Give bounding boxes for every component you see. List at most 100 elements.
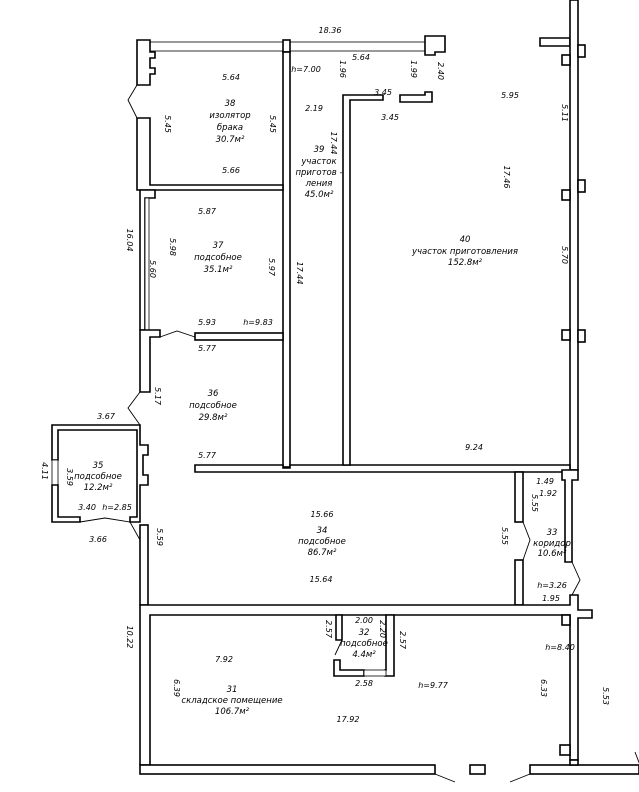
door-swing bbox=[127, 391, 141, 426]
dimension-label: 4.11 bbox=[40, 462, 49, 480]
dimension-label: h=7.00 bbox=[291, 65, 321, 74]
dimension-label: 5.70 bbox=[560, 246, 569, 264]
room-name: складское помещение bbox=[181, 696, 282, 706]
wall bbox=[139, 524, 149, 606]
wall bbox=[139, 764, 436, 775]
dimension-label: 5.66 bbox=[222, 166, 240, 175]
dimension-label: 5.60 bbox=[148, 260, 157, 278]
pilaster bbox=[561, 614, 571, 626]
dimension-label: 3.40 bbox=[78, 503, 96, 512]
dimension-label: 3.66 bbox=[89, 535, 107, 544]
wall bbox=[194, 332, 284, 341]
dimension-label: 5.97 bbox=[267, 258, 276, 277]
room-labels: 38 изолятор брака 30.7м² 39 участок приг… bbox=[74, 99, 571, 717]
dimension-label: 5.87 bbox=[198, 207, 217, 216]
wall bbox=[514, 559, 524, 606]
dimension-label: 3.59 bbox=[65, 468, 74, 486]
dimension-label: 6.39 bbox=[172, 679, 181, 697]
pilaster bbox=[577, 329, 586, 343]
dimension-label: 6.33 bbox=[539, 679, 548, 697]
dimension-label: h=3.26 bbox=[537, 581, 567, 590]
dimension-label: 7.92 bbox=[215, 655, 233, 664]
wall bbox=[469, 764, 486, 775]
dimension-label: 5.64 bbox=[352, 53, 370, 62]
wall bbox=[569, 0, 579, 471]
door-swing bbox=[522, 521, 531, 561]
wall bbox=[514, 471, 524, 523]
room-name: подсобное bbox=[74, 472, 122, 482]
room-number: 35 bbox=[93, 461, 104, 471]
door-swing bbox=[79, 517, 141, 541]
wall bbox=[569, 759, 579, 766]
pilaster bbox=[561, 54, 571, 66]
room-number: 33 bbox=[547, 528, 558, 538]
pilaster bbox=[559, 744, 571, 756]
wall bbox=[342, 94, 384, 466]
wall bbox=[333, 659, 365, 677]
room-area: 45.0м² bbox=[305, 190, 334, 200]
dimension-label: 15.64 bbox=[310, 575, 333, 584]
dimension-label: 5.77 bbox=[198, 451, 217, 460]
dimension-label: 18.36 bbox=[319, 26, 342, 35]
room-number: 38 bbox=[225, 99, 236, 109]
dimension-label: 5.55 bbox=[500, 527, 509, 545]
dimension-label: 1.95 bbox=[542, 594, 560, 603]
dimension-label: 5.45 bbox=[268, 115, 277, 133]
room-number: 32 bbox=[359, 628, 370, 638]
dimension-label: 15.66 bbox=[311, 510, 334, 519]
dimension-label: 3.45 bbox=[381, 113, 399, 122]
dimension-label: 5.11 bbox=[560, 104, 569, 122]
room-number: 37 bbox=[213, 241, 224, 251]
dimension-label: 3.67 bbox=[97, 412, 116, 421]
room-name: участок bbox=[300, 157, 337, 167]
wall bbox=[282, 39, 291, 53]
room-area: 29.8м² bbox=[199, 413, 228, 423]
door-swing bbox=[334, 639, 343, 656]
door-swing bbox=[509, 773, 531, 783]
room-name: подсобное bbox=[340, 639, 388, 649]
room-number: 40 bbox=[460, 235, 471, 245]
room35-window bbox=[51, 459, 59, 486]
room-area: 35.1м² bbox=[204, 265, 233, 275]
room-number: 39 bbox=[314, 145, 325, 155]
room-name: брака bbox=[217, 123, 243, 133]
dimension-label: 5.95 bbox=[501, 91, 519, 100]
doors bbox=[79, 84, 639, 783]
dimension-label: 3.45 bbox=[374, 88, 392, 97]
room-area: 106.7м² bbox=[215, 707, 250, 717]
wall bbox=[139, 594, 593, 766]
dimension-label: 1.92 bbox=[539, 489, 557, 498]
dimension-label: 2.19 bbox=[305, 104, 323, 113]
dimension-label: h=2.85 bbox=[102, 503, 132, 512]
dimension-label: 9.24 bbox=[465, 443, 483, 452]
dimension-label: 2.20 bbox=[378, 620, 387, 638]
room-number: 34 bbox=[317, 526, 328, 536]
door-swing bbox=[159, 330, 196, 338]
wall bbox=[136, 117, 284, 191]
room-area: 86.7м² bbox=[308, 548, 337, 558]
wall bbox=[335, 614, 343, 641]
room-area: 152.8м² bbox=[448, 258, 483, 268]
pilaster bbox=[577, 179, 586, 193]
dimension-label: h=8.40 bbox=[545, 643, 575, 652]
dimension-label: 2.58 bbox=[355, 679, 373, 688]
dimension-label: 5.64 bbox=[222, 73, 240, 82]
wall bbox=[194, 464, 571, 473]
dimension-label: 5.98 bbox=[168, 238, 177, 256]
room-name: подсобное bbox=[189, 401, 237, 411]
dimension-label: 5.53 bbox=[601, 687, 610, 705]
dimension-label: 5.93 bbox=[198, 318, 216, 327]
room-area: 12.2м² bbox=[84, 483, 113, 493]
dimension-label: 17.46 bbox=[502, 166, 511, 189]
door-swing bbox=[434, 773, 456, 783]
dimension-label: 5.59 bbox=[155, 528, 164, 546]
dimension-label: 16.04 bbox=[125, 229, 134, 252]
room-area: 10.6м² bbox=[538, 549, 567, 559]
room-name: подсобное bbox=[194, 253, 242, 263]
walls bbox=[51, 0, 639, 775]
wall bbox=[139, 329, 161, 393]
wall bbox=[529, 764, 639, 775]
dimension-label: 17.44 bbox=[295, 262, 304, 285]
